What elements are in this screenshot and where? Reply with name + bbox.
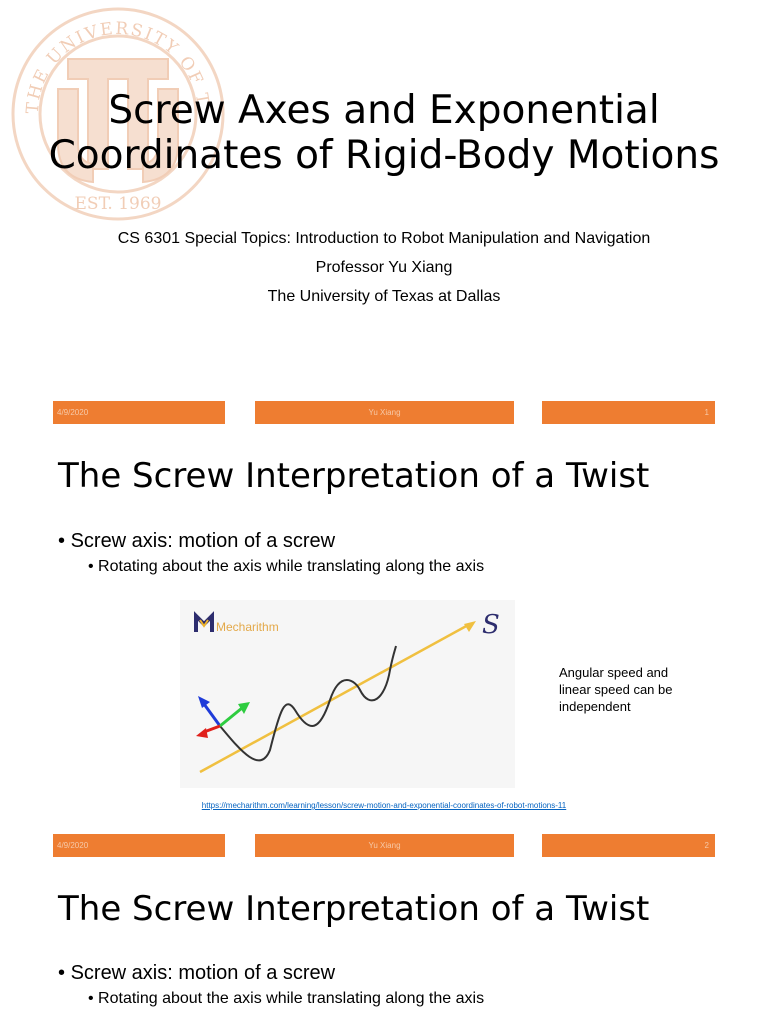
reference-link[interactable]: https://mecharithm.com/learning/lesson/s…	[201, 801, 567, 810]
professor-name: Professor Yu Xiang	[315, 259, 453, 276]
footer-author: Yu Xiang	[255, 834, 514, 857]
seal-est-text: EST. 1969	[75, 194, 162, 214]
sub-bullet-item: • Rotating about the axis while translat…	[88, 558, 485, 575]
sub-bullet-text: Rotating about the axis while translatin…	[98, 558, 485, 575]
title-slide: THE UNIVERSITY OF TEXAS AT DALLAS EST. 1…	[0, 0, 768, 395]
title-line-1: Screw Axes and Exponential	[108, 88, 660, 133]
axis-label-s: S	[482, 610, 500, 640]
sub-bullet-item: • Rotating about the axis while translat…	[88, 990, 485, 1007]
slide-title: The Screw Interpretation of a Twist	[58, 889, 650, 929]
logo-text: Mecharithm	[216, 620, 279, 634]
coordinate-frame-icon	[196, 696, 250, 738]
footer-page-number: 1	[542, 401, 715, 424]
axis-arrow-head	[464, 621, 476, 632]
slide-footer: 4/9/2020 Yu Xiang 2	[0, 834, 768, 858]
bullet-text: Screw axis: motion of a screw	[70, 962, 336, 984]
mecharithm-logo: Mecharithm	[194, 611, 279, 634]
slide-title: Screw Axes and Exponential Coordinates o…	[0, 88, 768, 178]
screw-motion-illustration: Mecharithm S	[194, 610, 500, 774]
sub-bullet-text: Rotating about the axis while translatin…	[98, 990, 485, 1007]
university-seal-logo: THE UNIVERSITY OF TEXAS AT DALLAS EST. 1…	[8, 4, 225, 221]
course-name: CS 6301 Special Topics: Introduction to …	[117, 230, 651, 247]
footer-date: 4/9/2020	[53, 834, 225, 857]
bullet-item: • Screw axis: motion of a screw	[58, 962, 336, 984]
university-name: The University of Texas at Dallas	[267, 288, 501, 305]
bullet-item: • Screw axis: motion of a screw	[58, 530, 336, 552]
screw-axis-line	[199, 622, 471, 774]
slide-title: The Screw Interpretation of a Twist	[58, 456, 650, 496]
helix-curve	[219, 645, 397, 762]
screw-motion-figure: Mecharithm S	[180, 600, 515, 788]
figure-note: Angular speed and linear speed can be in…	[559, 665, 673, 714]
title-line-2: Coordinates of Rigid-Body Motions	[48, 133, 720, 178]
footer-page-number: 2	[542, 834, 715, 857]
footer-date: 4/9/2020	[53, 401, 225, 424]
slide-footer: 4/9/2020 Yu Xiang 1	[0, 401, 768, 425]
bullet-text: Screw axis: motion of a screw	[70, 530, 336, 552]
footer-author: Yu Xiang	[255, 401, 514, 424]
